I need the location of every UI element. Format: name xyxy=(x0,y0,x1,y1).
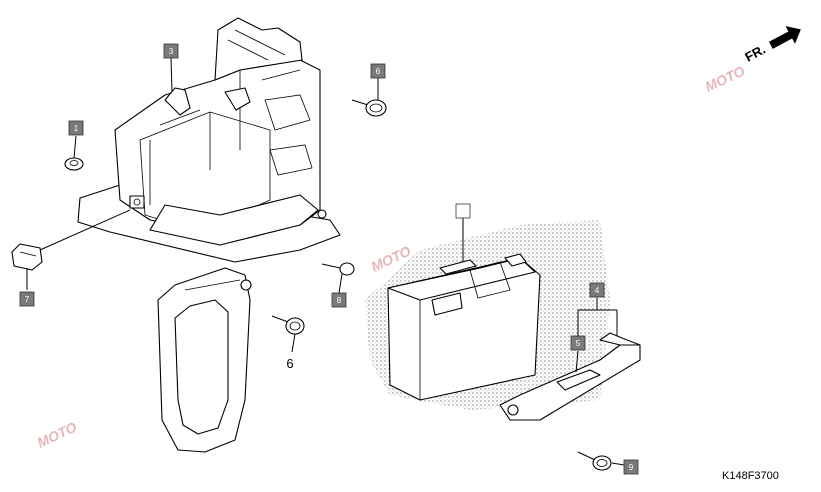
callout-8: 8 xyxy=(331,292,347,308)
clip-nut-part-7 xyxy=(11,243,43,271)
callout-5: 5 xyxy=(570,335,586,351)
front-label: FR. xyxy=(742,42,768,65)
callout-label: 9 xyxy=(629,463,634,472)
screw-part-8 xyxy=(321,262,355,276)
callout-3: 3 xyxy=(163,43,179,59)
battery xyxy=(387,253,541,401)
callout-label: 8 xyxy=(337,296,342,305)
battery-stay-part-4 xyxy=(499,332,641,421)
callout-4: 4 xyxy=(589,282,605,298)
bolt-part-6-lower xyxy=(271,315,305,335)
callout-blank-battery xyxy=(455,203,471,219)
callout-label: 7 xyxy=(25,295,30,304)
callout-label: 5 xyxy=(576,339,581,348)
bolt-part-6-upper xyxy=(351,99,387,117)
watermark-text: MOTO xyxy=(703,63,748,95)
watermark-text: MOTO xyxy=(35,419,80,451)
diagram-code: K148F3700 xyxy=(722,470,779,482)
callout-label: 4 xyxy=(595,286,600,295)
grommet-part-1 xyxy=(64,157,84,171)
front-direction-arrow: FR. xyxy=(742,26,801,65)
watermark-logo-top-right: MOTO xyxy=(703,63,748,95)
callout-label: 1 xyxy=(74,124,79,133)
leader-lines xyxy=(26,57,631,467)
callout-label: 6 xyxy=(376,67,381,76)
battery-box-assembly xyxy=(77,17,341,453)
watermark-logo-bottom-left: MOTO xyxy=(35,419,80,451)
callout-9: 9 xyxy=(623,459,639,475)
callout-7: 7 xyxy=(19,291,35,307)
label-6-lower: 6 xyxy=(286,356,293,371)
callout-6-upper: 6 xyxy=(370,63,386,79)
callout-label: 3 xyxy=(169,47,174,56)
callout-1: 1 xyxy=(68,120,84,136)
arrow-icon xyxy=(768,26,801,49)
bolt-part-9 xyxy=(577,451,612,471)
